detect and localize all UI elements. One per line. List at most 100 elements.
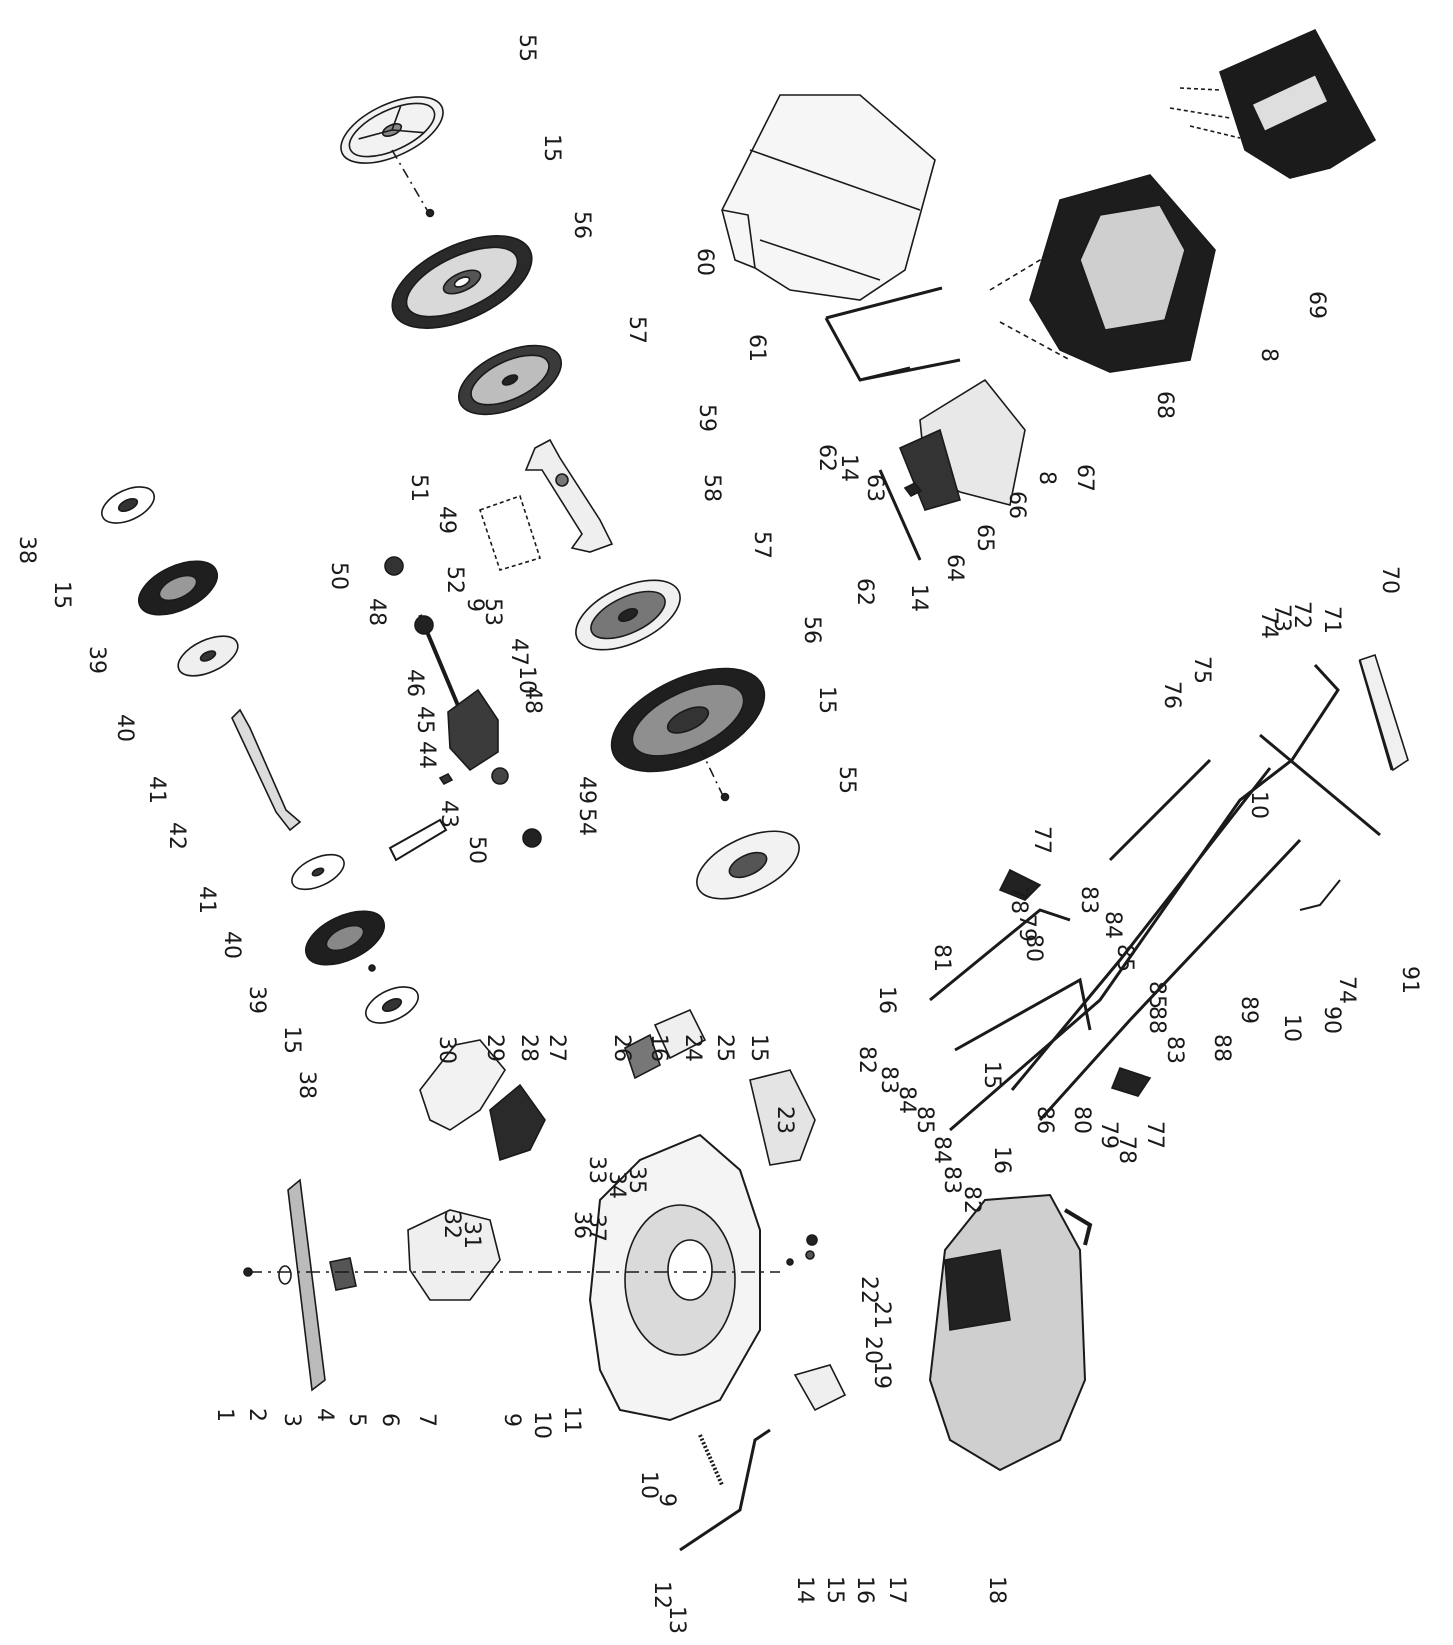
washer-20: [786, 1258, 794, 1266]
callout-label-14a: 14: [836, 454, 861, 482]
callout-label-38b: 38: [294, 1071, 319, 1099]
callout-label-9c: 9: [654, 1493, 679, 1507]
callout-label-29: 29: [482, 1034, 507, 1062]
callout-label-64: 64: [942, 554, 967, 582]
callout-label-30: 30: [434, 1036, 459, 1064]
engine-pull-handle: [1063, 1208, 1093, 1246]
callout-label-81: 81: [929, 944, 954, 972]
callout-label-54: 54: [574, 808, 599, 836]
callout-label-40b: 40: [219, 931, 244, 959]
callout-label-74a: 74: [1256, 611, 1281, 639]
callout-label-71: 71: [1319, 606, 1344, 634]
engine-mount-7: [407, 1209, 501, 1301]
callout-label-79b: 79: [1096, 1121, 1121, 1149]
callout-label-41a: 41: [144, 776, 169, 804]
callout-label-85b: 85: [1144, 981, 1169, 1009]
axis-line: [391, 149, 431, 216]
callout-label-55a: 55: [514, 34, 539, 62]
callout-label-45: 45: [412, 706, 437, 734]
callout-label-49b: 49: [574, 776, 599, 804]
callout-label-40a: 40: [112, 714, 137, 742]
gear-48-top: [414, 615, 434, 635]
callout-label-39a: 39: [84, 646, 109, 674]
callout-label-84c: 84: [929, 1136, 954, 1164]
callout-label-15c: 15: [49, 581, 74, 609]
callout-label-48a: 48: [364, 598, 389, 626]
callout-label-9b: 9: [499, 1413, 524, 1427]
callout-label-13: 13: [664, 1606, 689, 1634]
engine-fins: [944, 1249, 1011, 1331]
deck-hub: [667, 1239, 713, 1301]
callout-label-14c: 14: [792, 1576, 817, 1604]
callout-label-55b: 55: [834, 766, 859, 794]
callout-label-37: 37: [584, 1214, 609, 1242]
rear-wheel-tire-top: [391, 235, 533, 329]
callout-label-50b: 50: [464, 836, 489, 864]
callout-label-58: 58: [699, 474, 724, 502]
callout-label-36: 36: [569, 1211, 594, 1239]
callout-label-77b: 77: [1142, 1121, 1167, 1149]
callout-label-18: 18: [984, 1576, 1009, 1604]
callout-label-8b: 8: [1256, 348, 1281, 362]
callout-label-84b: 84: [894, 1086, 919, 1114]
nut-21: [805, 1250, 815, 1260]
callout-label-7: 7: [414, 1413, 439, 1427]
nut-15-lower: [720, 792, 730, 802]
parts-artwork: [101, 28, 1409, 1552]
front-hubcap-lower: [365, 986, 419, 1024]
bag-handle-67: [989, 247, 1071, 361]
spring-44: [438, 772, 454, 786]
callout-label-46: 46: [402, 669, 427, 697]
callout-label-67: 67: [1072, 464, 1097, 492]
callout-label-57a: 57: [624, 316, 649, 344]
rear-wheel-hubcap-lower: [696, 830, 800, 900]
callout-label-84a: 84: [1100, 911, 1125, 939]
callout-label-10e: 10: [636, 1471, 661, 1499]
callout-label-6: 6: [377, 1413, 402, 1427]
callout-label-10a: 10: [514, 666, 539, 694]
callout-label-21: 21: [869, 1301, 894, 1329]
nut-15-top: [425, 208, 435, 218]
lever-77-lower: [1110, 1067, 1152, 1097]
callout-label-56b: 56: [799, 616, 824, 644]
gearbox-45: [447, 688, 499, 772]
callout-label-61: 61: [744, 334, 769, 362]
callout-label-59: 59: [694, 404, 719, 432]
callout-label-75: 75: [1189, 656, 1214, 684]
callout-label-15a: 15: [539, 134, 564, 162]
callout-label-27: 27: [544, 1034, 569, 1062]
callout-label-26: 26: [609, 1034, 634, 1062]
bracket-17: [793, 1364, 847, 1412]
callout-label-15g: 15: [822, 1576, 847, 1604]
callout-label-70: 70: [1377, 566, 1402, 594]
blade-adapter-4: [329, 1257, 357, 1291]
callout-label-82a: 82: [854, 1046, 879, 1074]
callout-label-42: 42: [164, 822, 189, 850]
callout-label-24: 24: [680, 1034, 705, 1062]
callout-label-35: 35: [624, 1166, 649, 1194]
blade-3: [287, 1178, 326, 1392]
handle-bar-76: [1108, 758, 1212, 862]
callout-label-8a: 8: [1034, 471, 1059, 485]
callout-label-28: 28: [516, 1034, 541, 1062]
callout-label-16c: 16: [646, 1034, 671, 1062]
callout-labels: 5515565759585756155560616214636465661462…: [14, 34, 1422, 1634]
callout-label-41b: 41: [194, 886, 219, 914]
callout-label-16a: 16: [874, 986, 899, 1014]
callout-label-44: 44: [414, 741, 439, 769]
callout-label-86: 86: [1032, 1106, 1057, 1134]
callout-label-78b: 78: [1114, 1136, 1139, 1164]
callout-label-17: 17: [884, 1576, 909, 1604]
callout-label-11: 11: [559, 1406, 584, 1434]
callout-label-88b: 88: [1144, 1006, 1169, 1034]
grass-bag-60: [721, 94, 936, 301]
nut-22: [806, 1234, 818, 1246]
callout-label-65: 65: [972, 524, 997, 552]
rear-height-bracket: [524, 438, 614, 553]
callout-label-4: 4: [312, 1408, 337, 1422]
callout-label-56a: 56: [569, 211, 594, 239]
bag-cover-fasteners: [1169, 87, 1241, 139]
callout-label-15e: 15: [979, 1061, 1004, 1089]
wheel-inner-cover-lower: [575, 579, 681, 651]
spring-59: [555, 473, 569, 487]
